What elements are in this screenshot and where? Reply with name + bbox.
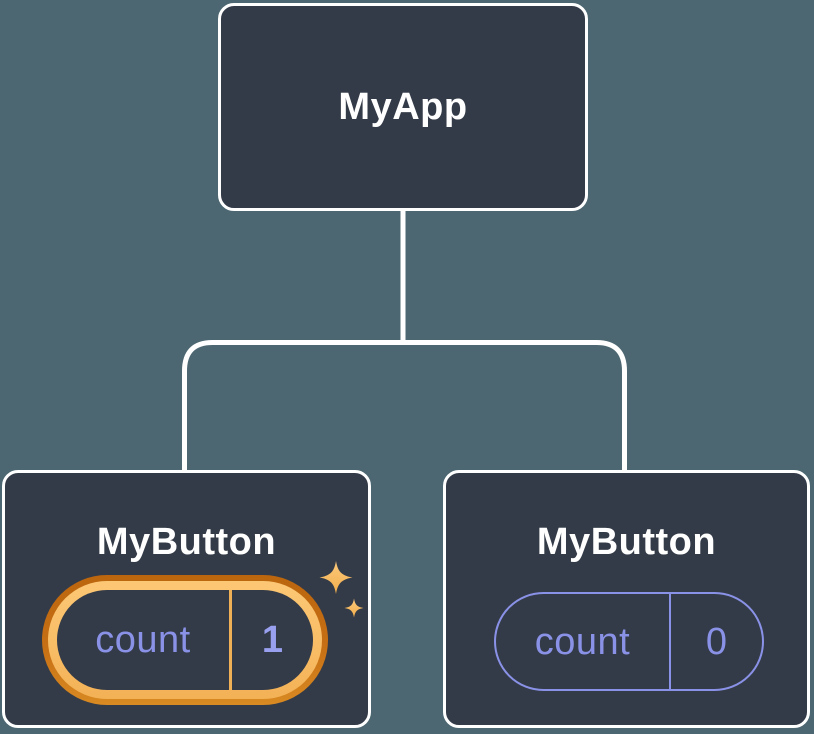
state-name: count	[95, 619, 191, 661]
pill-divider	[669, 594, 671, 689]
pill-divider	[229, 590, 232, 690]
state-highlight-ring-inner: count 1	[48, 581, 322, 699]
node-mybutton-1-label: MyButton	[96, 521, 277, 563]
state-value: 0	[705, 620, 728, 663]
node-myapp-label: MyApp	[338, 86, 468, 128]
state-highlight-ring: count 1	[42, 575, 328, 705]
node-myapp: MyApp	[218, 3, 588, 211]
state-value: 1	[261, 619, 284, 661]
node-mybutton-highlighted: MyButton count 1	[2, 470, 371, 728]
state-name: count	[534, 620, 631, 663]
state-pill: count 0	[494, 592, 764, 691]
node-mybutton-2-label: MyButton	[536, 521, 717, 563]
state-pill: count 1	[57, 590, 313, 690]
node-mybutton: MyButton count 0	[443, 470, 810, 728]
sparkles-icon	[319, 561, 364, 618]
